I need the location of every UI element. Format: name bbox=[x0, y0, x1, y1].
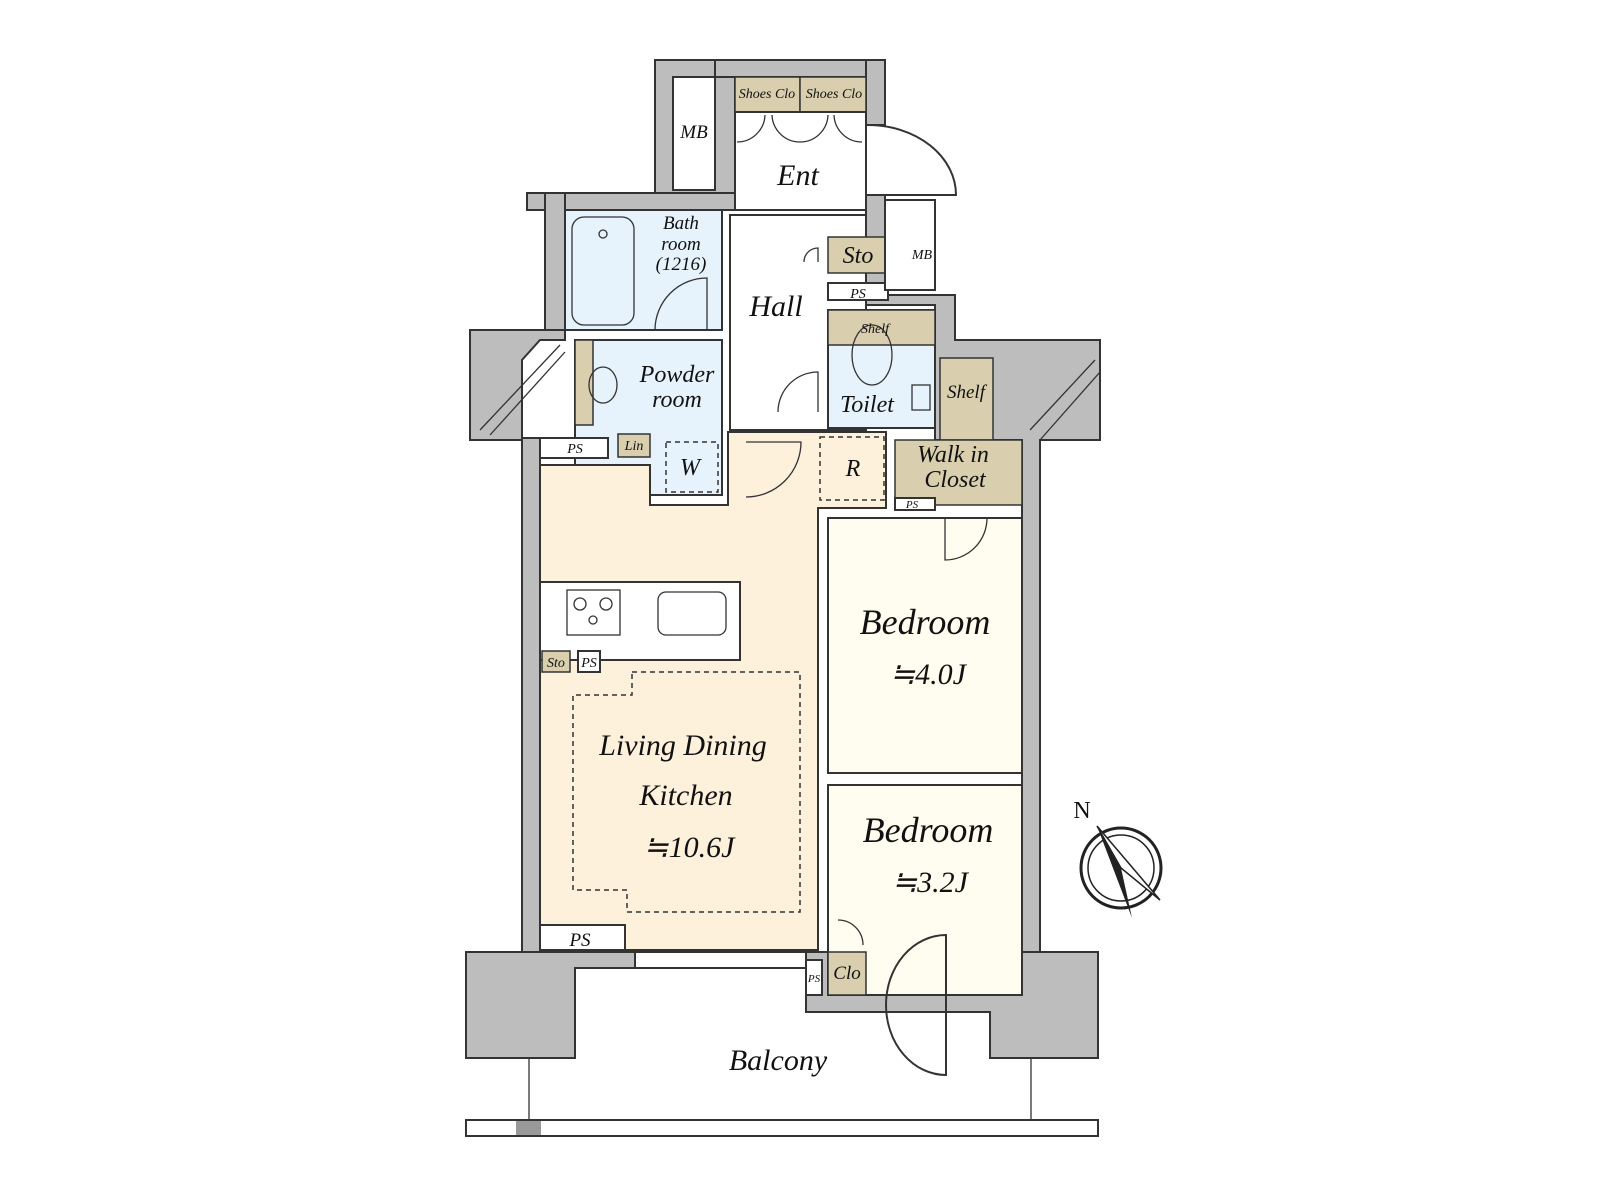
svg-text:Living Dining: Living Dining bbox=[598, 729, 767, 762]
svg-text:Kitchen: Kitchen bbox=[638, 779, 732, 812]
entrance bbox=[734, 111, 867, 211]
balcony-railing bbox=[465, 1119, 1099, 1137]
svg-text:Bedroom: Bedroom bbox=[860, 602, 991, 642]
svg-text:Shoes Clo: Shoes Clo bbox=[806, 87, 862, 102]
balcony-door[interactable] bbox=[884, 933, 947, 1077]
svg-text:≒3.2J: ≒3.2J bbox=[892, 866, 970, 899]
svg-text:Closet: Closet bbox=[924, 467, 987, 493]
svg-text:(1216): (1216) bbox=[656, 254, 707, 275]
svg-text:MB: MB bbox=[679, 122, 708, 143]
svg-text:Shelf: Shelf bbox=[947, 382, 988, 403]
toilet-icon bbox=[851, 324, 893, 386]
mb-left-room bbox=[672, 76, 716, 191]
svg-text:PS: PS bbox=[849, 287, 866, 302]
sink-icon bbox=[657, 591, 727, 636]
walk-in-closet bbox=[894, 439, 1023, 506]
svg-text:W: W bbox=[680, 455, 702, 481]
svg-text:Shoes Clo: Shoes Clo bbox=[739, 87, 795, 102]
north-arrow-icon: N bbox=[1073, 798, 1163, 918]
svg-text:Hall: Hall bbox=[748, 290, 802, 323]
svg-text:Shelf: Shelf bbox=[861, 322, 891, 337]
ldk-window[interactable] bbox=[634, 951, 807, 969]
svg-text:Ent: Ent bbox=[776, 159, 819, 192]
svg-text:PS: PS bbox=[580, 656, 597, 671]
svg-text:Bath: Bath bbox=[663, 213, 699, 234]
svg-text:Sto: Sto bbox=[843, 243, 874, 269]
entrance-door[interactable] bbox=[867, 124, 958, 196]
svg-text:PS: PS bbox=[807, 973, 821, 985]
svg-text:PS: PS bbox=[905, 499, 919, 511]
svg-text:≒4.0J: ≒4.0J bbox=[890, 658, 968, 691]
svg-text:PS: PS bbox=[568, 930, 591, 951]
svg-text:≒10.6J: ≒10.6J bbox=[644, 831, 737, 864]
svg-text:Sto: Sto bbox=[547, 656, 565, 671]
closet bbox=[827, 951, 867, 996]
svg-text:PS: PS bbox=[566, 442, 583, 457]
svg-text:Toilet: Toilet bbox=[840, 392, 895, 418]
shelf bbox=[939, 357, 994, 441]
bedroom-1-door[interactable] bbox=[944, 517, 988, 561]
svg-text:room: room bbox=[661, 234, 700, 255]
storage-hall bbox=[827, 236, 889, 274]
svg-text:Balcony: Balcony bbox=[729, 1044, 828, 1077]
svg-text:N: N bbox=[1073, 798, 1090, 824]
mb-right-room bbox=[884, 199, 936, 291]
kitchen-counter bbox=[539, 581, 741, 661]
svg-text:R: R bbox=[845, 456, 861, 482]
svg-text:Walk in: Walk in bbox=[917, 442, 989, 468]
bathtub-icon bbox=[571, 216, 635, 326]
svg-text:room: room bbox=[652, 387, 702, 413]
closet-doors bbox=[736, 114, 863, 143]
svg-text:Bedroom: Bedroom bbox=[863, 810, 994, 850]
svg-text:Clo: Clo bbox=[833, 963, 860, 984]
svg-text:Lin: Lin bbox=[624, 439, 644, 454]
svg-text:Powder: Powder bbox=[639, 362, 715, 388]
ldk-door[interactable] bbox=[745, 441, 802, 498]
bedroom-1 bbox=[827, 517, 1023, 774]
svg-text:MB: MB bbox=[911, 248, 933, 263]
stove-icon bbox=[566, 589, 621, 636]
shoes-closet-2 bbox=[799, 76, 867, 113]
bedroom-2 bbox=[827, 784, 1023, 996]
washer-space bbox=[665, 441, 719, 493]
bathroom bbox=[564, 209, 723, 331]
shoes-closet-1 bbox=[734, 76, 801, 113]
